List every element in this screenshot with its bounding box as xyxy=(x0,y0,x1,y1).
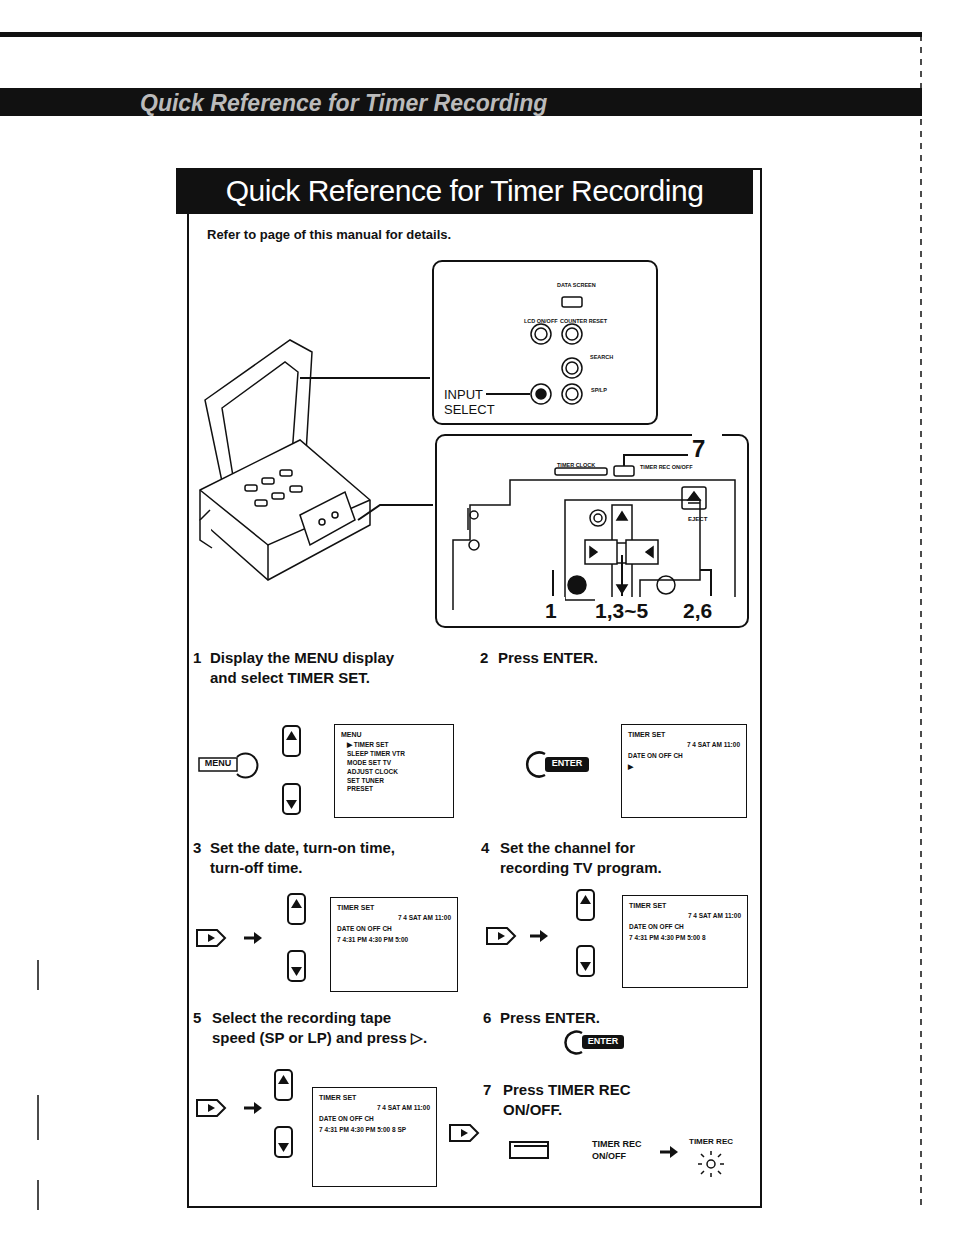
callout-leaders xyxy=(553,455,711,596)
node-text: COUNTER RESET xyxy=(560,318,620,324)
node-text: 7 4 SAT AM 11:00 xyxy=(629,912,741,921)
node-text: DATE ON OFF CH xyxy=(628,752,740,761)
header-rule xyxy=(0,32,922,37)
node-text: 7 4:31 PM 4:30 PM 5:00 xyxy=(337,936,451,945)
step-text: Display the MENU display and select TIME… xyxy=(210,648,425,687)
margin-marks xyxy=(37,960,39,1210)
node-text: DATE ON OFF CH xyxy=(629,923,741,932)
control-inset: DATA SCREEN LCD ON/OFFCOUNTER RESET SEARCH… xyxy=(432,260,658,425)
device-illustration xyxy=(200,340,370,580)
node-text: 7 4 SAT AM 11:00 xyxy=(337,914,451,923)
header-text: Quick Reference for Timer Recording xyxy=(140,89,740,119)
title-band xyxy=(176,168,753,214)
button-label: MENU xyxy=(199,758,237,770)
callout-number: 7 xyxy=(692,433,722,464)
title: Quick Reference for Timer Recording xyxy=(182,172,747,210)
callout-number: 1 xyxy=(545,597,565,624)
node-text: TIMER SET xyxy=(319,1093,430,1102)
node-text: TIMER SET xyxy=(337,903,451,912)
step-number: 6 xyxy=(483,1008,497,1028)
step-text: Press ENTER. xyxy=(498,648,718,668)
screen-display: TIMER SET 7 4 SAT AM 11:00DATE ON OFF CH 7… xyxy=(312,1087,437,1187)
reference-frame: Refer to page of this manual for details… xyxy=(187,168,762,1208)
node-text: 7 4 SAT AM 11:00 xyxy=(319,1104,430,1113)
control-buttons xyxy=(531,297,582,404)
node-text: TIMER SET xyxy=(629,901,741,910)
cut-line xyxy=(920,35,922,1205)
node-text: TIMER REC ON/OFF xyxy=(640,464,700,470)
node-text: 7 4:31 PM 4:30 PM 5:00 8 SP xyxy=(319,1126,430,1135)
node-text: ▶ TIMER SET SLEEP TIMER VTR MODE SET TV … xyxy=(341,741,407,794)
screen-display: TIMER SET 7 4 SAT AM 11:00DATE ON OFF CH ▶ xyxy=(621,724,747,818)
callout-number: 2,6 xyxy=(683,597,741,624)
button-label: ENTER xyxy=(582,1036,624,1048)
node-text: EJECT xyxy=(688,516,718,523)
step-icons xyxy=(197,726,724,1177)
step-text: Set the date, turn-on time, turn-off tim… xyxy=(210,838,400,877)
node-text: MENU xyxy=(341,730,447,739)
node-text: LCD ON/OFF xyxy=(524,318,564,324)
screen-display: MENU ▶ TIMER SET SLEEP TIMER VTR MODE SET… xyxy=(334,724,454,818)
step-text: Press ENTER. xyxy=(500,1008,650,1028)
button-label: TIMER REC ON/OFF xyxy=(592,1139,654,1162)
button-label: ENTER xyxy=(545,758,589,770)
leader-line xyxy=(300,377,430,379)
node-text: DATE ON OFF CH xyxy=(337,925,451,934)
node-text: SP/LP xyxy=(591,387,621,393)
step-text: Select the recording tape speed (SP or L… xyxy=(212,1008,437,1047)
node-text: INPUT SELECT xyxy=(444,388,492,418)
node-text: 7 4:31 PM 4:30 PM 5:00 8 xyxy=(629,934,741,943)
node-text: ▶ xyxy=(628,763,740,772)
node-text: Refer to page of this manual for details… xyxy=(207,228,607,243)
node-text: 7 4 SAT AM 11:00 xyxy=(628,741,740,750)
callout-number: 1,3~5 xyxy=(595,597,665,624)
leader-line xyxy=(486,393,530,395)
node-text: TIMER SET xyxy=(628,730,740,739)
node-text: SEARCH xyxy=(590,354,630,360)
button-label: TIMER REC xyxy=(683,1137,739,1147)
node-text: DATE ON OFF CH xyxy=(319,1115,430,1124)
leader-line xyxy=(358,505,433,520)
step-number: 7 xyxy=(483,1080,497,1100)
screen-display: TIMER SET 7 4 SAT AM 11:00DATE ON OFF CH 7… xyxy=(622,895,748,988)
step-number: 2 xyxy=(480,648,494,668)
control-panel-drawing xyxy=(453,466,735,610)
node-text: DATA SCREEN xyxy=(557,282,607,288)
step-number: 5 xyxy=(193,1008,207,1028)
step-number: 3 xyxy=(193,838,207,858)
node-text: TIMER CLOCK xyxy=(557,462,613,468)
step-number: 4 xyxy=(481,838,495,858)
step-number: 1 xyxy=(193,648,207,668)
step-text: Press TIMER REC ON/OFF. xyxy=(503,1080,663,1119)
step-text: Set the channel for recording TV program… xyxy=(500,838,690,877)
screen-display: TIMER SET 7 4 SAT AM 11:00DATE ON OFF CH 7… xyxy=(330,897,458,992)
